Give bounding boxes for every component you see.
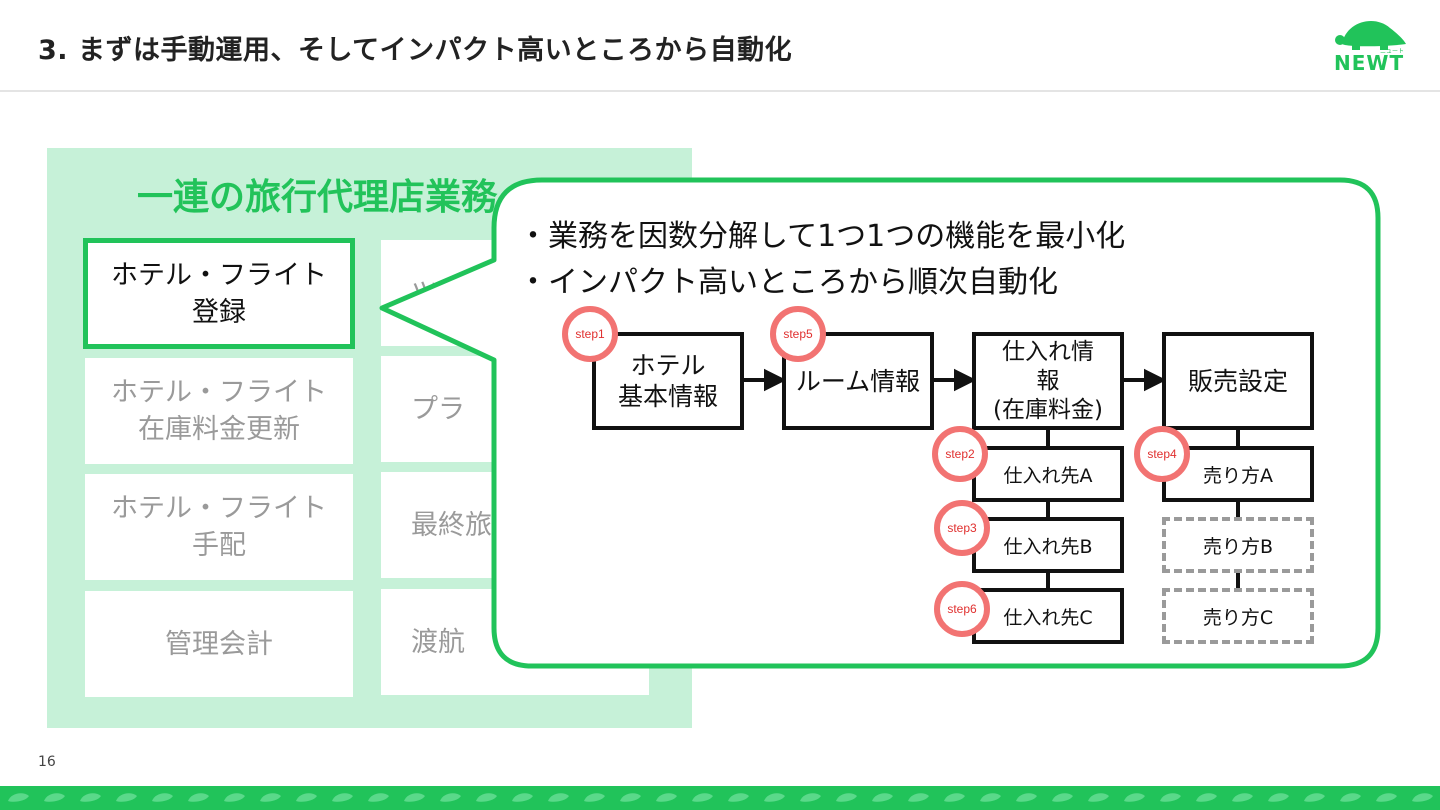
step-badge-4: step4 xyxy=(1134,426,1190,482)
step-badge-6: step6 xyxy=(934,581,990,637)
panel-title: 一連の旅行代理店業務 xyxy=(137,177,498,218)
task-label-line: ツ xyxy=(411,277,438,309)
box-label-line: 仕入れ情 xyxy=(1002,338,1094,365)
task-management-accounting: 管理会計 xyxy=(85,591,353,697)
task-label-line: 手配 xyxy=(192,530,246,561)
box-supplier-b: 仕入れ先B xyxy=(972,517,1124,573)
task-label-line: ホテル・フライト xyxy=(111,493,327,524)
box-label-line: (在庫料金) xyxy=(993,396,1103,423)
bullet-automate: ・インパクト高いところから順次自動化 xyxy=(518,265,1058,300)
step-badge-5: step5 xyxy=(770,306,826,362)
box-sales-settings: 販売設定 xyxy=(1162,332,1314,430)
box-supplier-a: 仕入れ先A xyxy=(972,446,1124,502)
box-label-line: ルーム情報 xyxy=(795,366,921,396)
box-method-b: 売り方B xyxy=(1162,517,1314,573)
box-method-c: 売り方C xyxy=(1162,588,1314,644)
box-room-info: ルーム情報 xyxy=(782,332,934,430)
box-label-line: 報 xyxy=(1036,367,1060,394)
logo-subtext: ニュート xyxy=(1380,48,1405,55)
box-supplier-c: 仕入れ先C xyxy=(972,588,1124,644)
task-right-4: 渡航 xyxy=(381,589,649,695)
box-supply-info: 仕入れ情 報 (在庫料金) xyxy=(972,332,1124,430)
turtle-logo-icon xyxy=(1335,21,1406,50)
task-inventory-price-update: ホテル・フライト 在庫料金更新 xyxy=(85,358,353,464)
task-label-line: 登録 xyxy=(192,296,246,328)
task-label-line: 渡航 xyxy=(411,626,465,658)
task-hotel-flight-registration: ホテル・フライト 登録 xyxy=(83,238,355,349)
step-badge-3: step3 xyxy=(934,500,990,556)
box-hotel-basic-info: ホテル 基本情報 xyxy=(592,332,744,430)
task-label-line: 最終旅 xyxy=(411,509,492,541)
turtle-pattern-icon xyxy=(0,786,1440,810)
box-method-a: 売り方A xyxy=(1162,446,1314,502)
task-label-line: ホテル・フライト xyxy=(111,377,327,408)
box-label-line: ホテル xyxy=(630,351,706,380)
task-label-line: 在庫料金更新 xyxy=(138,414,300,445)
task-label-line: ホテル・フライト xyxy=(111,259,327,291)
slide-title: 3. まずは手動運用、そしてインパクト高いところから自動化 xyxy=(38,35,793,66)
box-label-line: 販売設定 xyxy=(1187,366,1288,396)
step-badge-1: step1 xyxy=(562,306,618,362)
step-badge-2: step2 xyxy=(932,426,988,482)
footer-pattern-band xyxy=(0,786,1440,810)
title-divider xyxy=(0,90,1440,92)
box-label-line: 基本情報 xyxy=(617,382,718,411)
page-number: 16 xyxy=(38,754,56,770)
task-label-line: プラ xyxy=(411,393,465,425)
task-arrangement: ホテル・フライト 手配 xyxy=(85,474,353,580)
task-right-3: 最終旅 xyxy=(381,472,649,578)
logo-text: NEWT xyxy=(1334,51,1405,75)
task-label-line: 管理会計 xyxy=(165,628,273,660)
bullet-factorize: ・業務を因数分解して1つ1つの機能を最小化 xyxy=(518,219,1126,254)
